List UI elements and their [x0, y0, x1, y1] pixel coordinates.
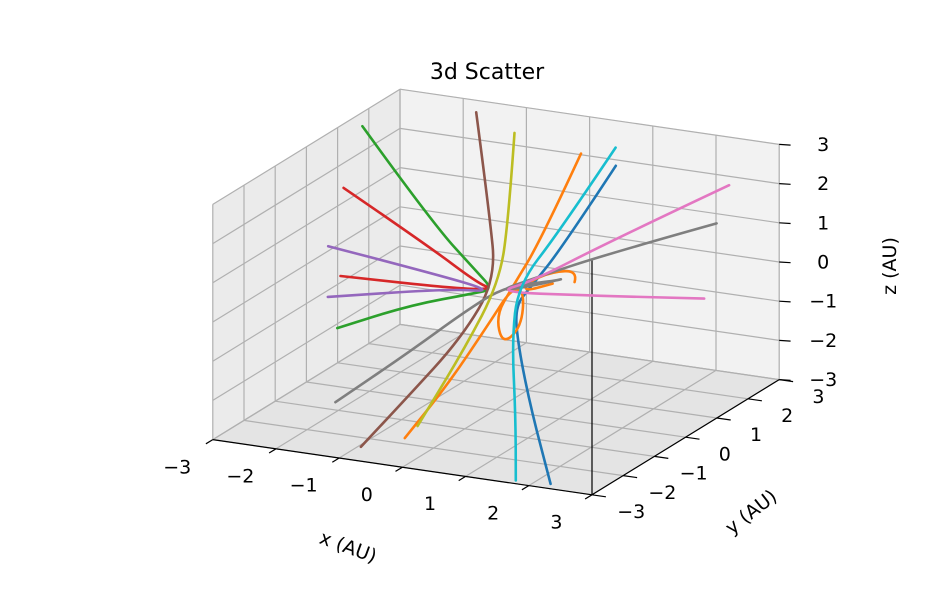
- z-tick: [779, 300, 791, 303]
- y-tick: [685, 436, 700, 440]
- grid-line: [212, 245, 401, 362]
- grid-line: [212, 323, 401, 441]
- grid-line: [368, 343, 749, 400]
- grid-line: [399, 206, 780, 263]
- z-tick: [779, 183, 791, 185]
- series-line-10: [416, 131, 516, 428]
- grid-line: [275, 400, 655, 457]
- series-line-2: [403, 152, 583, 440]
- z-tick: [779, 222, 791, 225]
- x-tick-label: −2: [226, 466, 254, 488]
- plot-area: [326, 111, 731, 486]
- z-tick: [779, 261, 791, 264]
- z-tick: [779, 143, 791, 146]
- x-tick-label: −1: [290, 475, 318, 497]
- grid-line: [212, 206, 401, 323]
- tick-marks: [205, 143, 794, 500]
- z-tick-label: −3: [809, 369, 837, 391]
- x-tick: [458, 475, 466, 482]
- grid-line: [399, 127, 780, 185]
- series-line-1: [515, 164, 618, 486]
- z-tick-label: −2: [809, 330, 837, 352]
- y-tick-label: −3: [617, 501, 645, 523]
- grid-line: [212, 284, 401, 401]
- y-tick: [716, 417, 731, 421]
- y-tick: [591, 494, 606, 498]
- series-line-11: [511, 146, 617, 482]
- x-tick-label: 2: [487, 502, 499, 524]
- x-tick-label: −3: [163, 456, 191, 478]
- z-tick-label: 1: [817, 212, 829, 234]
- y-tick-label: 2: [781, 405, 793, 427]
- x-tick: [268, 448, 277, 454]
- z-tick-label: 0: [817, 252, 829, 274]
- grid-line: [306, 381, 686, 438]
- z-tick: [779, 379, 791, 381]
- y-tick-label: −1: [680, 463, 708, 485]
- series-line-7: [359, 111, 495, 449]
- z-tick-label: −1: [809, 291, 837, 313]
- z-axis-label: z (AU): [879, 237, 901, 295]
- x-tick: [584, 494, 593, 500]
- y-tick: [623, 475, 638, 479]
- y-tick: [654, 455, 669, 459]
- y-tick-label: 0: [719, 443, 731, 465]
- y-tick-label: −2: [648, 482, 676, 504]
- x-tick: [331, 457, 340, 463]
- z-tick: [779, 339, 791, 342]
- series-line-8: [334, 222, 718, 404]
- x-tick: [205, 439, 214, 445]
- x-tick-label: 0: [361, 484, 373, 506]
- z-tick-label: 2: [817, 173, 829, 195]
- grid-line: [212, 127, 401, 245]
- x-tick: [521, 485, 530, 491]
- series-line-5: [339, 186, 489, 291]
- x-tick-label: 1: [424, 493, 436, 515]
- x-tick: [395, 466, 403, 472]
- grid-line: [243, 419, 624, 477]
- y-tick: [747, 398, 762, 402]
- y-axis-label: y (AU): [721, 485, 781, 539]
- series-line-9: [507, 183, 731, 300]
- y-tick-label: 1: [750, 424, 762, 446]
- x-axis-label: x (AU): [317, 527, 380, 568]
- chart-title: 3d Scatter: [430, 60, 545, 85]
- y-tick-label: 3: [812, 386, 824, 408]
- z-tick-label: 3: [817, 134, 829, 156]
- grid-line: [399, 167, 780, 224]
- grid-line: [212, 167, 401, 284]
- grid-line: [212, 88, 401, 205]
- series-line-6: [326, 244, 484, 299]
- x-tick-label: 3: [550, 512, 562, 534]
- grid-line: [399, 88, 780, 145]
